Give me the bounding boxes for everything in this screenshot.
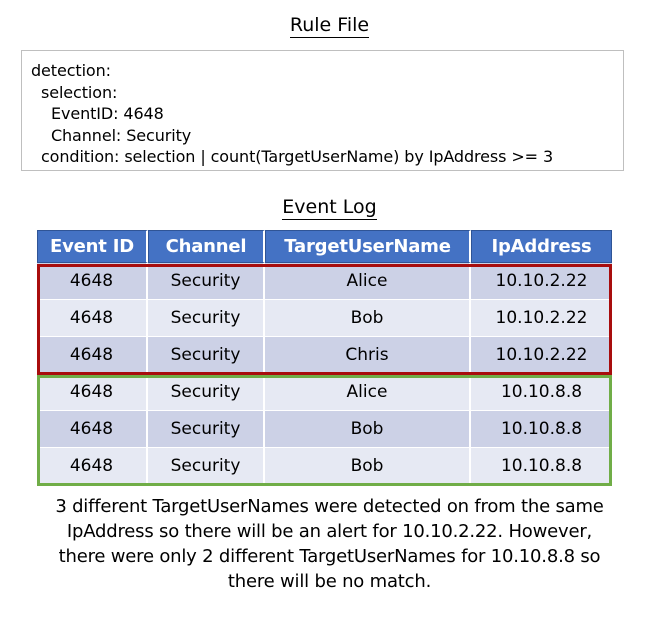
rule-file-title-text: Rule File bbox=[289, 14, 370, 38]
cell-ip-address: 10.10.2.22 bbox=[471, 300, 612, 337]
table-row: 4648 Security Chris 10.10.2.22 bbox=[37, 337, 612, 374]
cell-ip-address: 10.10.8.8 bbox=[471, 411, 612, 448]
cell-target-user-name: Bob bbox=[265, 411, 471, 448]
explanation-caption: 3 different TargetUserNames were detecte… bbox=[55, 496, 604, 592]
cell-event-id: 4648 bbox=[37, 448, 148, 485]
cell-channel: Security bbox=[148, 411, 265, 448]
rule-file-code: detection: selection: EventID: 4648 Chan… bbox=[31, 61, 554, 166]
cell-event-id: 4648 bbox=[37, 411, 148, 448]
cell-ip-address: 10.10.2.22 bbox=[471, 337, 612, 374]
table-row: 4648 Security Alice 10.10.2.22 bbox=[37, 263, 612, 300]
cell-ip-address: 10.10.8.8 bbox=[471, 448, 612, 485]
cell-event-id: 4648 bbox=[37, 374, 148, 411]
cell-event-id: 4648 bbox=[37, 337, 148, 374]
column-header-ip-address: IpAddress bbox=[471, 230, 612, 263]
cell-channel: Security bbox=[148, 263, 265, 300]
cell-channel: Security bbox=[148, 448, 265, 485]
cell-target-user-name: Alice bbox=[265, 374, 471, 411]
table-row: 4648 Security Bob 10.10.8.8 bbox=[37, 411, 612, 448]
cell-channel: Security bbox=[148, 374, 265, 411]
cell-target-user-name: Bob bbox=[265, 448, 471, 485]
cell-channel: Security bbox=[148, 300, 265, 337]
event-log-table: Event ID Channel TargetUserName IpAddres… bbox=[37, 230, 612, 485]
rule-file-title: Rule File bbox=[0, 14, 659, 38]
cell-event-id: 4648 bbox=[37, 300, 148, 337]
cell-event-id: 4648 bbox=[37, 263, 148, 300]
cell-target-user-name: Chris bbox=[265, 337, 471, 374]
table-row: 4648 Security Alice 10.10.8.8 bbox=[37, 374, 612, 411]
cell-ip-address: 10.10.2.22 bbox=[471, 263, 612, 300]
event-log-table-head: Event ID Channel TargetUserName IpAddres… bbox=[37, 230, 612, 263]
column-header-target-user-name: TargetUserName bbox=[265, 230, 471, 263]
cell-target-user-name: Bob bbox=[265, 300, 471, 337]
cell-target-user-name: Alice bbox=[265, 263, 471, 300]
event-log-title: Event Log bbox=[0, 196, 659, 220]
table-header-row: Event ID Channel TargetUserName IpAddres… bbox=[37, 230, 612, 263]
cell-ip-address: 10.10.8.8 bbox=[471, 374, 612, 411]
event-log-table-body: 4648 Security Alice 10.10.2.22 4648 Secu… bbox=[37, 263, 612, 485]
cell-channel: Security bbox=[148, 337, 265, 374]
table-row: 4648 Security Bob 10.10.2.22 bbox=[37, 300, 612, 337]
column-header-event-id: Event ID bbox=[37, 230, 148, 263]
event-log-title-text: Event Log bbox=[282, 196, 377, 220]
rule-file-box: detection: selection: EventID: 4648 Chan… bbox=[21, 50, 624, 171]
table-row: 4648 Security Bob 10.10.8.8 bbox=[37, 448, 612, 485]
column-header-channel: Channel bbox=[148, 230, 265, 263]
